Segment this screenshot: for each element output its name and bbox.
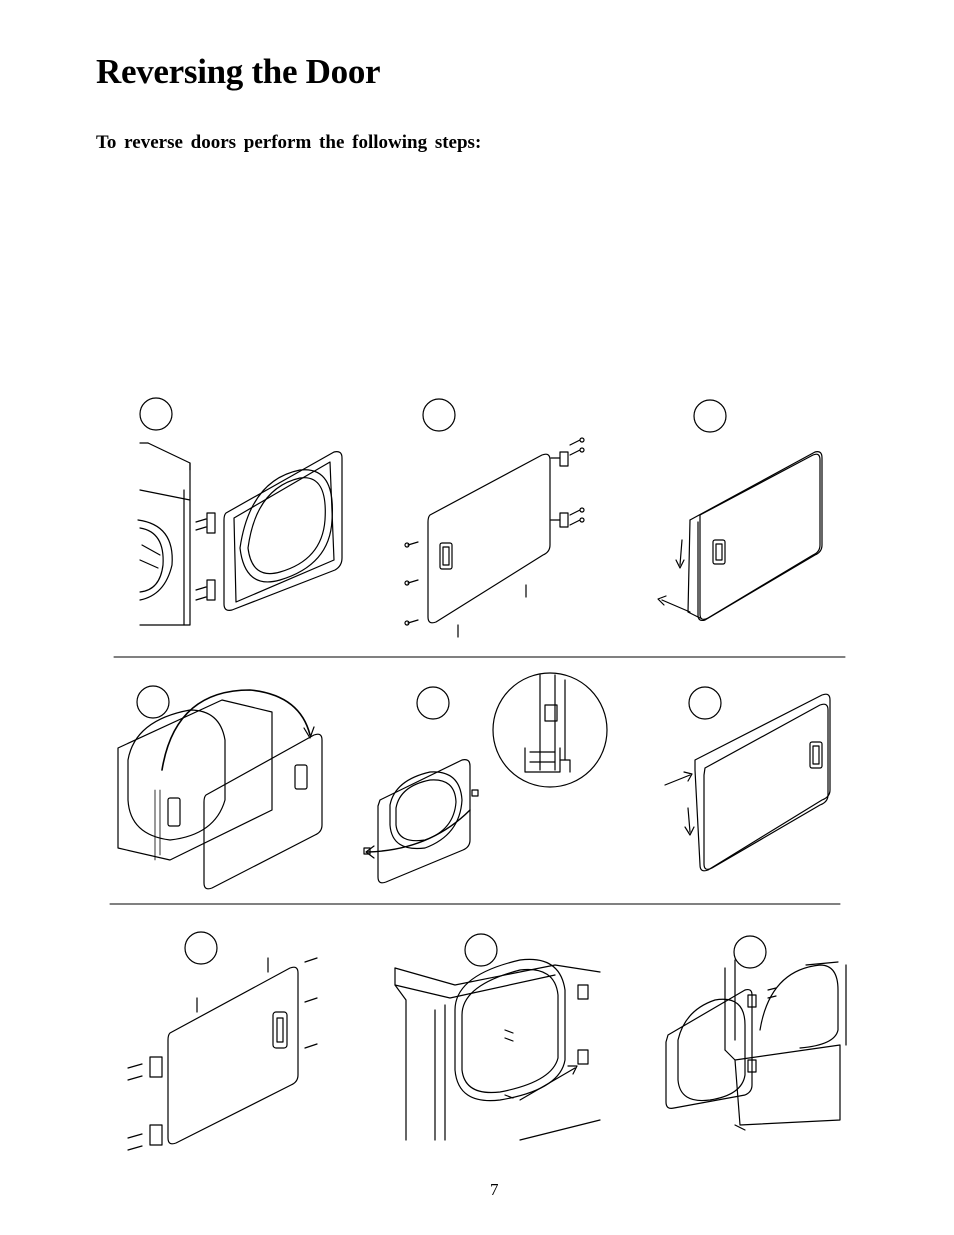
- step-9-circle: [733, 935, 767, 969]
- page-number: 7: [490, 1180, 499, 1199]
- step-8-opening: [454, 958, 566, 1102]
- step-6-door: [703, 703, 829, 870]
- step-1-circle: [139, 397, 173, 431]
- step-2-circle: [422, 398, 456, 432]
- step-6-illustration: [664, 686, 831, 872]
- step-8-illustration: [394, 933, 601, 1141]
- step-7-door: [167, 966, 299, 1145]
- step-4-illustration: [117, 685, 323, 890]
- step-2-door: [427, 453, 551, 624]
- step-5-inner-door: [377, 759, 471, 884]
- step-5-detail-inset: [492, 672, 608, 788]
- step-3-door: [699, 453, 821, 620]
- step-7-circle: [184, 931, 218, 965]
- step-6-circle: [688, 686, 722, 720]
- step-3-circle: [693, 399, 727, 433]
- step-9-illustration: [665, 935, 847, 1131]
- step-1-illustration: [137, 397, 343, 626]
- step-5-circle: [416, 686, 450, 720]
- step-9-door: [665, 988, 753, 1109]
- step-7-illustration: [127, 931, 318, 1151]
- step-8-circle: [464, 933, 498, 967]
- step-2-illustration: [404, 398, 585, 638]
- step-4-circle: [136, 685, 170, 719]
- page-title: Reversing the Door: [96, 52, 381, 91]
- step-3-illustration: [657, 399, 823, 622]
- step-1-door: [223, 451, 343, 611]
- step-5-illustration: [363, 672, 608, 884]
- step-4-door: [203, 733, 323, 890]
- step-1-screws: [195, 512, 216, 601]
- instruction-heading: To reverse doors perform the following s…: [96, 132, 482, 153]
